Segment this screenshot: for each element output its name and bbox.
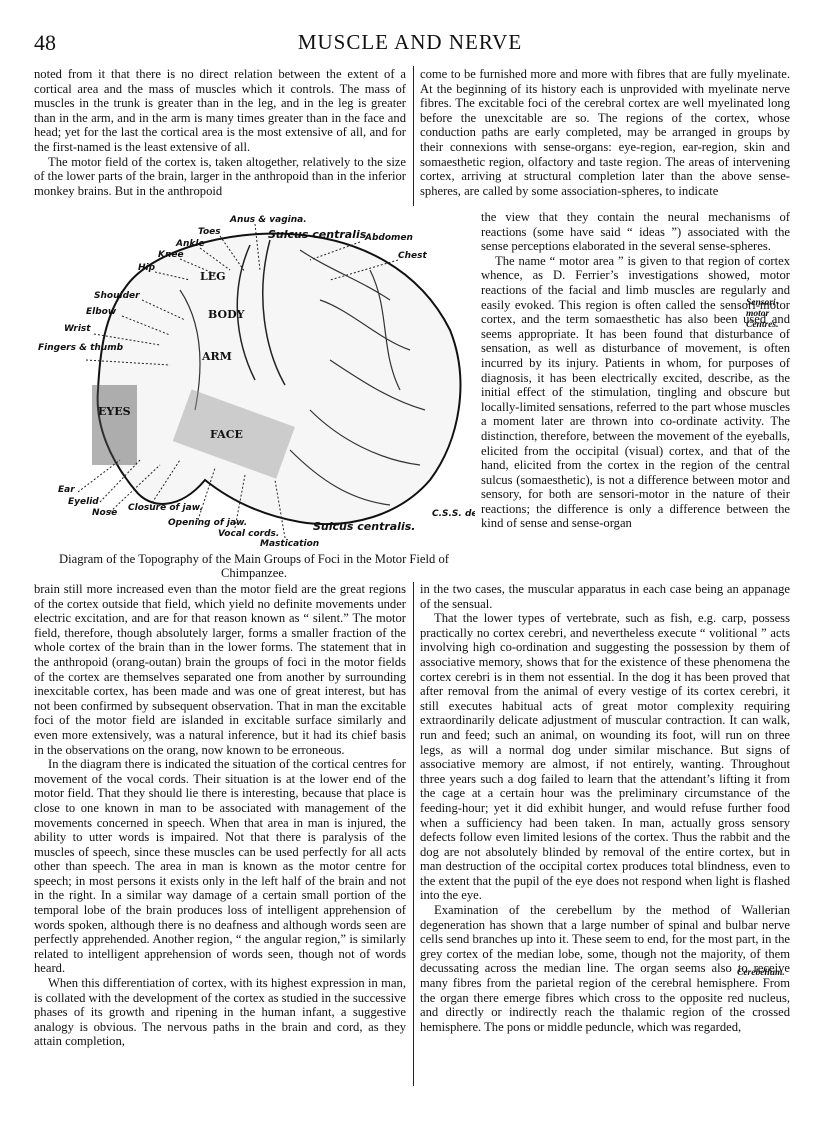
paragraph: in the two cases, the muscular apparatus…	[420, 582, 790, 611]
label-knee: Knee	[158, 250, 184, 260]
label-ear: Ear	[58, 485, 75, 495]
paragraph: The motor field of the cortex is, taken …	[34, 154, 406, 198]
margin-note-sensori: Sensori-motor Centres.	[746, 298, 779, 330]
column-rule	[413, 66, 414, 206]
left-column-top: noted from it that there is no direct re…	[34, 67, 406, 198]
region-eyes: EYES	[98, 405, 131, 418]
gyrus	[299, 249, 391, 301]
label-eyelid: Eyelid	[68, 497, 99, 507]
figure: LEG BODY ARM EYES FACE Anus & vagina. To…	[30, 210, 482, 550]
gyrus	[289, 449, 391, 506]
gyrus	[236, 244, 256, 381]
label-closure: Closure of jaw.	[128, 503, 203, 513]
label-vocal: Vocal cords.	[218, 529, 279, 539]
label-sulcus-centralis-bottom: Sulcus centralis.	[313, 520, 415, 533]
label-initials: C.S.S. del	[432, 509, 475, 519]
label-hip: Hip	[138, 263, 156, 273]
label-anus: Anus & vagina.	[229, 215, 307, 225]
brain-outline	[96, 232, 462, 526]
label-opening: Opening of jaw.	[168, 518, 247, 528]
region-face: FACE	[210, 428, 243, 441]
gyrus	[329, 359, 426, 411]
paragraph: come to be furnished more and more with …	[420, 67, 790, 198]
paragraph: In the diagram there is indicated the si…	[34, 757, 406, 976]
left-column-bottom: brain still more increased even than the…	[34, 582, 406, 1049]
label-wrist: Wrist	[64, 324, 91, 334]
margin-note-cerebellum: Cerebellum.	[737, 968, 785, 978]
label-chest: Chest	[398, 251, 427, 261]
paragraph: When this differentiation of cortex, wit…	[34, 976, 406, 1049]
leader-lines	[77, 223, 399, 539]
label-abdomen: Abdomen	[364, 233, 413, 243]
label-nose: Nose	[92, 508, 117, 518]
paragraph: brain still more increased even than the…	[34, 582, 406, 757]
right-column-top: come to be furnished more and more with …	[420, 67, 790, 198]
region-body: BODY	[208, 308, 245, 321]
label-sulcus-centralis-top: Sulcus centralis	[268, 228, 367, 241]
gyrus	[179, 289, 201, 411]
page-number: 48	[34, 30, 56, 55]
gyrus	[262, 239, 286, 386]
paragraph: noted from it that there is no direct re…	[34, 67, 406, 154]
label-shoulder: Shoulder	[94, 291, 140, 301]
label-elbow: Elbow	[86, 307, 117, 317]
label-mastication: Mastication	[260, 539, 319, 549]
region-arm: ARM	[201, 350, 232, 363]
face-region	[172, 389, 295, 479]
figure-caption: Diagram of the Topography of the Main Gr…	[59, 552, 449, 580]
eyes-region	[92, 385, 137, 465]
brain-diagram: LEG BODY ARM EYES FACE Anus & vagina. To…	[38, 215, 482, 549]
gyrus	[369, 269, 401, 391]
paragraph: the view that they contain the neural me…	[481, 210, 790, 254]
label-ankle: Ankle	[175, 239, 205, 249]
paragraph: The name “ motor area ” is given to that…	[481, 253, 790, 531]
label-toes: Toes	[198, 227, 221, 237]
gyrus	[309, 409, 421, 466]
paragraph: That the lower types of vertebrate, such…	[420, 611, 790, 903]
running-head: MUSCLE AND NERVE	[297, 30, 523, 54]
paragraph: Examination of the cerebellum by the met…	[420, 903, 790, 1034]
right-column-beside-figure: the view that they contain the neural me…	[481, 210, 790, 531]
column-rule-lower	[413, 582, 414, 1086]
right-column-bottom: in the two cases, the muscular apparatus…	[420, 582, 790, 1034]
gyrus	[319, 299, 411, 351]
region-leg: LEG	[200, 270, 226, 283]
label-fingers: Fingers & thumb	[38, 343, 124, 353]
